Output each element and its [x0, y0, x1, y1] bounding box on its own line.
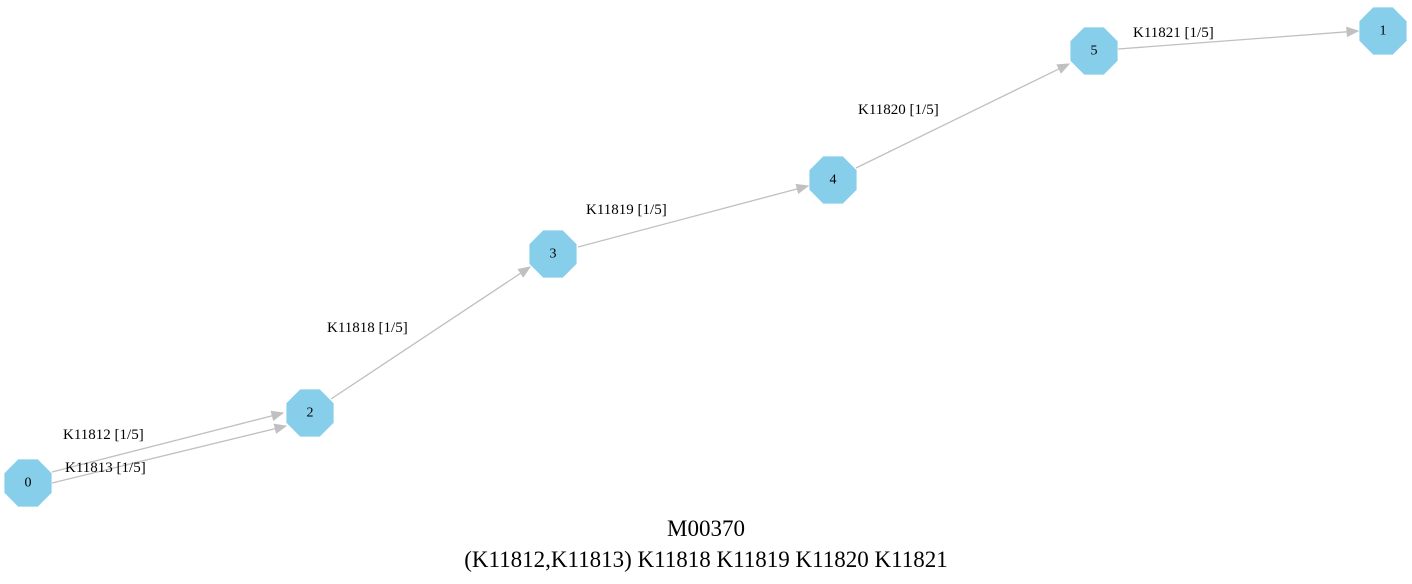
- edge-0-2-1: [51, 423, 288, 484]
- edge-line: [330, 272, 522, 400]
- edge-line: [1117, 31, 1348, 50]
- arrowhead-icon: [795, 183, 810, 195]
- octagon-node-icon: [809, 156, 857, 204]
- edge-label: K11821 [1/5]: [1133, 25, 1214, 41]
- edge-label: K11820 [1/5]: [858, 102, 939, 118]
- node-5: 5: [1070, 27, 1118, 75]
- edge-line: [577, 188, 798, 248]
- node-label: 4: [830, 173, 837, 188]
- arrowhead-icon: [273, 423, 288, 434]
- edge-labels-layer: K11812 [1/5] K11813 [1/5] K11818 [1/5] K118…: [63, 25, 1214, 476]
- edges-layer: [51, 26, 1360, 484]
- edge-4-5-4: [855, 63, 1071, 169]
- module-id-caption: M00370: [667, 516, 745, 541]
- octagon-node-icon: [529, 230, 577, 278]
- node-1: 1: [1359, 7, 1407, 55]
- edge-0-2-0: [51, 410, 285, 473]
- edge-label: K11812 [1/5]: [63, 427, 144, 443]
- edge-line: [51, 415, 273, 473]
- node-0: 0: [4, 459, 52, 507]
- octagon-node-icon: [286, 389, 334, 437]
- octagon-node-icon: [4, 459, 52, 507]
- edge-line: [855, 68, 1060, 169]
- arrowhead-icon: [1346, 26, 1360, 38]
- edge-line: [51, 427, 276, 484]
- edge-label: K11818 [1/5]: [327, 320, 408, 336]
- arrowhead-icon: [1056, 63, 1071, 74]
- node-label: 2: [307, 406, 314, 421]
- node-2: 2: [286, 389, 334, 437]
- node-4: 4: [809, 156, 857, 204]
- arrowhead-icon: [270, 410, 285, 421]
- arrowhead-icon: [517, 266, 532, 278]
- edge-label: K11813 [1/5]: [65, 460, 146, 476]
- edge-5-1-5: [1117, 26, 1360, 50]
- edge-2-3-2: [330, 266, 532, 400]
- edge-label: K11819 [1/5]: [586, 202, 667, 218]
- node-label: 1: [1380, 24, 1387, 39]
- octagon-node-icon: [1359, 7, 1407, 55]
- node-3: 3: [529, 230, 577, 278]
- nodes-layer: 0 2 3 4 5 1: [4, 7, 1407, 507]
- node-label: 3: [550, 247, 557, 262]
- octagon-node-icon: [1070, 27, 1118, 75]
- node-label: 5: [1091, 44, 1098, 59]
- node-label: 0: [25, 476, 32, 491]
- edge-3-4-3: [577, 183, 810, 248]
- module-definition-caption: (K11812,K11813) K11818 K11819 K11820 K11…: [464, 547, 948, 572]
